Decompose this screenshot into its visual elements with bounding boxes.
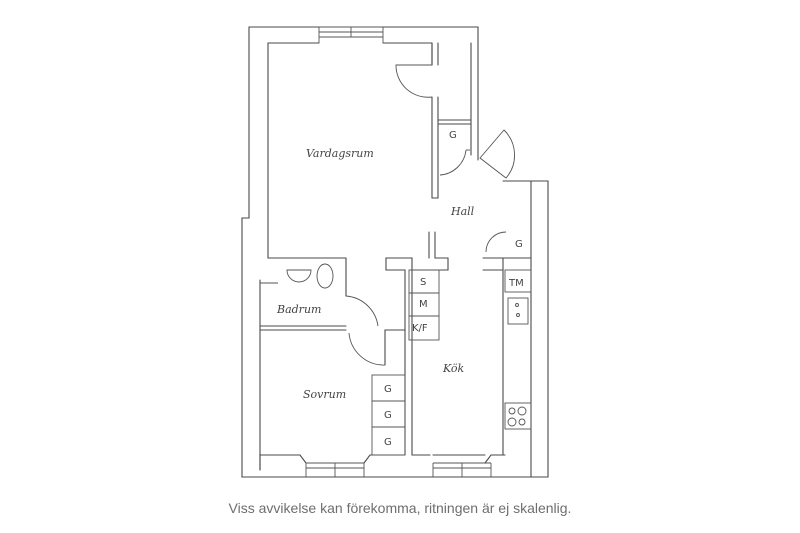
door-vardagsrum-closet [395, 64, 433, 98]
closet-label: G [449, 130, 457, 141]
entry-door [479, 129, 516, 179]
washbasin-icon [286, 269, 312, 283]
door-hall-closet [485, 231, 507, 253]
outer-walls [241, 26, 549, 478]
closet-label: G [384, 437, 392, 448]
toilet-icon [316, 263, 334, 289]
fixture-boxes [371, 269, 532, 456]
kitchen-label-kf: K/F [412, 323, 428, 334]
interior-walls [259, 42, 532, 471]
stove-icon [504, 402, 532, 430]
closet-label: G [515, 239, 523, 250]
room-label-vardagsrum: Vardagsrum [306, 147, 374, 160]
closet-label: G [384, 384, 392, 395]
room-label-sovrum: Sovrum [303, 388, 346, 401]
door-upper-closet [439, 149, 467, 176]
kitchen-label-s: S [420, 277, 426, 288]
window-sovrum [305, 462, 365, 477]
kitchen-label-m: M [419, 299, 428, 310]
doors [345, 64, 516, 366]
disclaimer-caption: Viss avvikelse kan förekomma, ritningen … [228, 500, 572, 516]
room-label-kok: Kök [442, 362, 465, 375]
closet-label: G [384, 410, 392, 421]
room-label-badrum: Badrum [276, 303, 321, 316]
door-badrum [345, 295, 379, 327]
sink-icon [507, 297, 529, 325]
door-sovrum [348, 332, 386, 366]
bathroom-fixtures [260, 263, 334, 289]
window-top [318, 26, 384, 43]
window-kok [432, 462, 492, 477]
kitchen-label-tm: TM [508, 278, 524, 289]
room-label-hall: Hall [450, 205, 475, 218]
stove-burners [507, 303, 527, 427]
windows [305, 26, 492, 477]
